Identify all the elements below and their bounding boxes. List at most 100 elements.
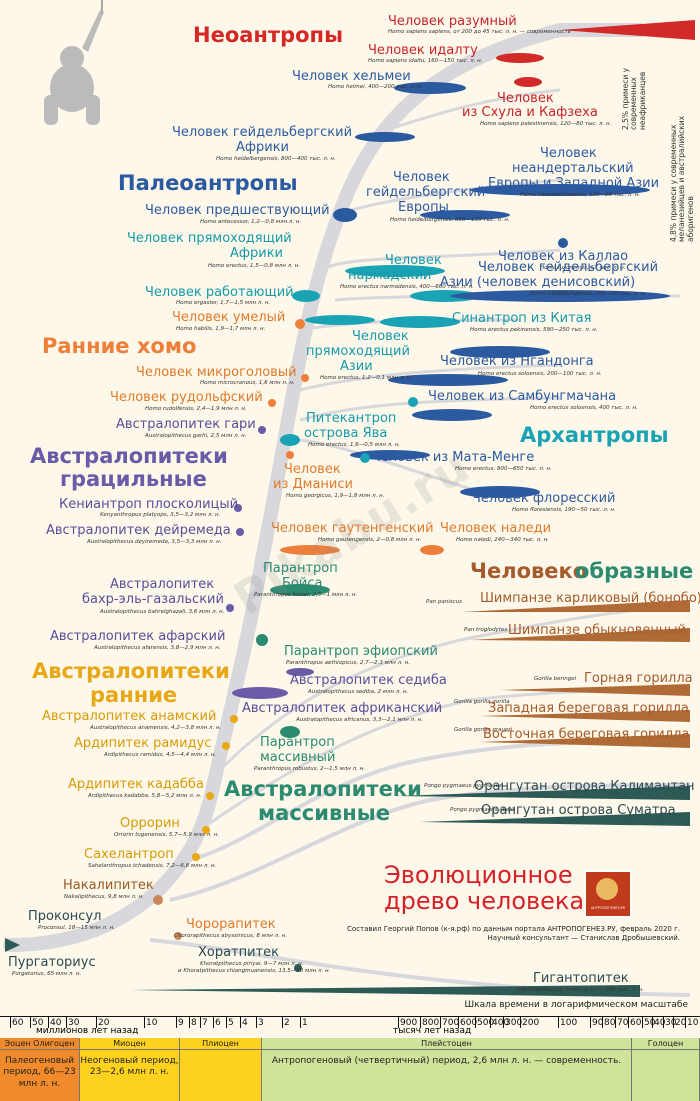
- species-aethiopicus: Парантроп эфиопский: [284, 644, 438, 659]
- axis-tick-label: 1: [302, 1018, 308, 1028]
- species-khoratpithecus-latin: Khoratpithecus piriyai, 9—7 млн л. н.: [200, 961, 304, 967]
- axis-tick-line: [475, 1016, 476, 1028]
- species-floresiensis-latin: Homo floresiensis, 190—50 тыс. л. н.: [512, 507, 616, 513]
- ape-orangutan-borneo: Орангутан острова Калимантан: [474, 779, 695, 794]
- axis-tick-line: [398, 1016, 399, 1028]
- species-sapiens-latin: Homo sapiens sapiens, от 200 до 45 тыс. …: [388, 29, 571, 35]
- group-robust-1: Австралопитеки: [224, 777, 422, 801]
- species-robustus-2: массивный: [260, 750, 336, 765]
- axis-tick-line: [685, 1016, 686, 1028]
- antropogenez-logo: АНТРОПОГЕНЕЗ.РУ: [584, 870, 632, 918]
- axis-tick-line: [520, 1016, 521, 1028]
- axis-tick-line: [558, 1016, 559, 1028]
- axis-tick-label: 30: [68, 1018, 80, 1028]
- axis-tick-label: 10: [687, 1018, 699, 1028]
- species-java-2: острова Ява: [304, 426, 388, 441]
- ape-orangutan-sumatra: Орангутан острова Суматра: [481, 803, 676, 818]
- species-heidelberg-europe-latin: Homo heidelbergensis, 800—130 тыс. л. н.: [390, 217, 510, 223]
- species-erectus-asia-3: Азии: [340, 359, 373, 374]
- species-aethiopicus-latin: Paranthropus aethiopicus, 2,7—2,3 млн л.…: [286, 660, 410, 666]
- species-afarensis-latin: Australopithecus afarensis, 3,8—2,9 млн …: [94, 645, 221, 651]
- species-neanderthal-latin: Homo neanderthalensis, 130—28 тыс. л. н.: [520, 192, 641, 198]
- species-skhul-latin: Homo sapiens palestinensis, 120—80 тыс. …: [480, 121, 612, 127]
- axis-tick-line: [30, 1016, 31, 1028]
- species-idaltu-latin: Homo sapiens idaltu, 160—150 тыс. л. н.: [368, 58, 483, 64]
- species-ergaster: Человек работающий: [145, 285, 294, 300]
- period-epoch: Миоцен: [80, 1038, 179, 1050]
- group-gracile-2: грацильные: [60, 467, 207, 491]
- ape-orangutan-borneo-latin: Pongo pygmaeus pygmaeus: [424, 783, 502, 789]
- logo-caption: АНТРОПОГЕНЕЗ.РУ: [590, 906, 626, 910]
- axis-tick-label: 600: [460, 1018, 478, 1028]
- species-luzonensis: Человек из Каллао: [498, 249, 629, 264]
- species-africanus: Австралопитек африканский: [242, 701, 443, 716]
- axis-tick-line: [602, 1016, 603, 1028]
- species-rudolfensis: Человек рудольфский: [110, 390, 263, 405]
- species-java-1: Питекантроп: [306, 411, 397, 426]
- geologic-period: Голоцен: [632, 1038, 700, 1101]
- species-anamensis-latin: Australopithecus anamensis, 4,2—3,8 млн …: [90, 725, 222, 731]
- ape-orangutan-sumatra-latin: Pongo pygmaeus abelii: [450, 807, 515, 813]
- species-rudolfensis-latin: Homo rudolfensis, 2,4—1,9 млн л. н.: [145, 406, 247, 412]
- period-epoch: Плиоцен: [180, 1038, 261, 1050]
- axis-tick-line: [300, 1016, 301, 1028]
- species-khoratpithecus-latin-2: и Khoratpithecus chiangmuanensis, 13,5—1…: [178, 968, 331, 974]
- ape-gorilla-east: Восточная береговая горилла: [483, 727, 690, 742]
- period-description: [632, 1050, 699, 1056]
- species-robustus-latin: Paranthropus robustus, 2—1,5 млн л. н.: [254, 766, 365, 772]
- species-khoratpithecus: Хоратпитек: [198, 945, 280, 960]
- species-chororapithecus: Чорорапитек: [186, 917, 276, 932]
- note-denisovan-admixture: 4,8% примеси у современных меланезийцев …: [669, 115, 695, 242]
- axis-tick-line: [200, 1016, 201, 1028]
- species-sediba: Австралопитек седиба: [290, 673, 447, 688]
- axis-tick-line: [642, 1016, 643, 1028]
- species-naledi-latin: Homo naledi, 240—340 тыс. л. н.: [456, 537, 549, 543]
- axis-tick-label: 2: [284, 1018, 290, 1028]
- axis-tick-label: 50: [32, 1018, 44, 1028]
- axis-tick-label: 7: [202, 1018, 208, 1028]
- species-kenyanthropus: Кениантроп плосколицый: [59, 497, 239, 512]
- species-heidelberg-europe-1: Человек: [393, 170, 450, 185]
- ape-bonobo-latin: Pan paniscus: [426, 599, 463, 605]
- geologic-period: Плиоцен: [180, 1038, 262, 1101]
- axis-tick-label: 50: [644, 1018, 656, 1028]
- group-early-homo: Ранние хомо: [42, 334, 197, 358]
- group-early-australopithecines-1: Австралопитеки: [32, 659, 230, 683]
- axis-tick-label: 30: [665, 1018, 677, 1028]
- species-sapiens: Человек разумный: [388, 14, 517, 29]
- axis-tick-label: 10: [146, 1018, 158, 1028]
- species-sambungmacan: Человек из Самбунгмачана: [428, 389, 617, 404]
- species-narmada-2: нармадский: [348, 268, 432, 283]
- period-description: Антропогеновый (четвертичный) период, 2,…: [271, 1056, 622, 1066]
- axis-tick-line: [189, 1016, 190, 1028]
- species-heidelberg-europe-2: гейдельбергский: [366, 185, 486, 200]
- axis-tick-line: [590, 1016, 591, 1028]
- axis-tick-label: 400: [492, 1018, 510, 1028]
- species-dmanisi-1: Человек: [284, 462, 341, 477]
- species-robustus-1: Парантроп: [260, 735, 335, 750]
- species-garhi: Австралопитек гари: [116, 417, 256, 432]
- species-boisei-2: Бойса: [282, 576, 323, 591]
- species-denisovan-latin: Homo heidelbergensis, 250—30 тыс. л. н.: [530, 291, 647, 297]
- axis-tick-label: 60: [630, 1018, 642, 1028]
- axis-tick-label: 4: [242, 1018, 248, 1028]
- species-deyiremeda-latin: Australopithecus deyiremeda, 3,5—3,3 млн…: [87, 539, 222, 545]
- species-microcranous: Человек микроголовый: [136, 365, 297, 380]
- axis-label-thousands: тысяч лет назад: [393, 1026, 472, 1036]
- species-bahrelghazali-2: бахр-эль-газальский: [82, 592, 224, 607]
- species-kenyanthropus-latin: Kenyanthropus platyops, 3,5—3,2 млн л. н…: [100, 512, 221, 518]
- species-erectus-africa-latin: Homo erectus, 1,5—0,8 млн л. н.: [208, 263, 301, 269]
- species-gautengensis: Человек гаутенгенский: [271, 521, 434, 536]
- species-gigantopithecus-latin: Gigantopithecus, 9 млн л. н. — 100 тыс. …: [517, 987, 644, 993]
- group-neoanthropes: Неоантропы: [193, 23, 344, 47]
- species-proconsul: Проконсул: [28, 909, 102, 924]
- axis-tick-label: 20: [98, 1018, 110, 1028]
- axis-tick-label: 90: [592, 1018, 604, 1028]
- group-robust-2: массивные: [258, 801, 390, 825]
- species-nakalipithecus-latin: Nakalipithecus, 9,8 млн л. н.: [64, 894, 144, 900]
- species-ngandong: Человек из Нгандонга: [440, 354, 594, 369]
- species-erectus-africa-1: Человек прямоходящий: [127, 231, 292, 246]
- species-nakalipithecus: Накалипитек: [63, 878, 154, 893]
